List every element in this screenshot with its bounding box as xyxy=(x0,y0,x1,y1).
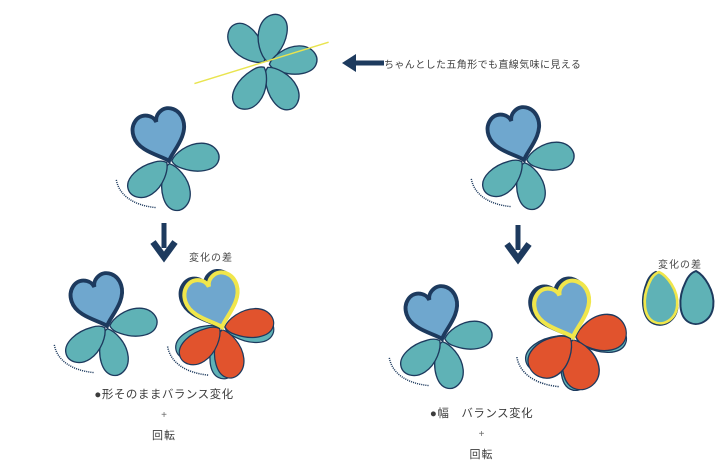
heart-flower-bottom-left xyxy=(53,267,159,379)
diff-label-right: 変化の差 xyxy=(658,260,702,271)
left-arrow-icon xyxy=(342,54,384,72)
down-arrow-icon xyxy=(150,223,178,263)
comparison-petal-plain xyxy=(678,269,716,326)
five-petal-flower-petals xyxy=(220,10,319,117)
caption-right-plus: + xyxy=(478,429,485,440)
diff-label-left: 変化の差 xyxy=(189,253,233,264)
comparison-petal-changed xyxy=(643,270,679,325)
caption-right-title: ●幅 バランス変化 xyxy=(429,408,534,420)
caption-right: ●幅 バランス変化 + 回転 xyxy=(394,405,569,462)
heart-flower-left xyxy=(115,102,221,214)
heart-flower-bottom-right xyxy=(388,280,494,392)
straight-guide-line xyxy=(194,41,329,85)
heart-flower-right xyxy=(470,101,576,213)
down-arrow-icon xyxy=(504,225,532,265)
five-petal-flower xyxy=(194,10,329,117)
width-changed-flower-right xyxy=(516,272,629,394)
caption-left-rotation: 回転 xyxy=(152,430,176,442)
caption-left-title: ●形そのままバランス変化 xyxy=(94,389,234,401)
petal-width-comparison xyxy=(639,269,716,328)
pentagon-note-text: ちゃんとした五角形でも直線気味に見える xyxy=(384,60,582,71)
caption-right-rotation: 回転 xyxy=(469,449,494,461)
balance-changed-flower-left xyxy=(166,264,276,381)
caption-left: ●形そのままバランス変化 + 回転 xyxy=(58,386,270,443)
caption-left-plus: + xyxy=(161,410,167,421)
